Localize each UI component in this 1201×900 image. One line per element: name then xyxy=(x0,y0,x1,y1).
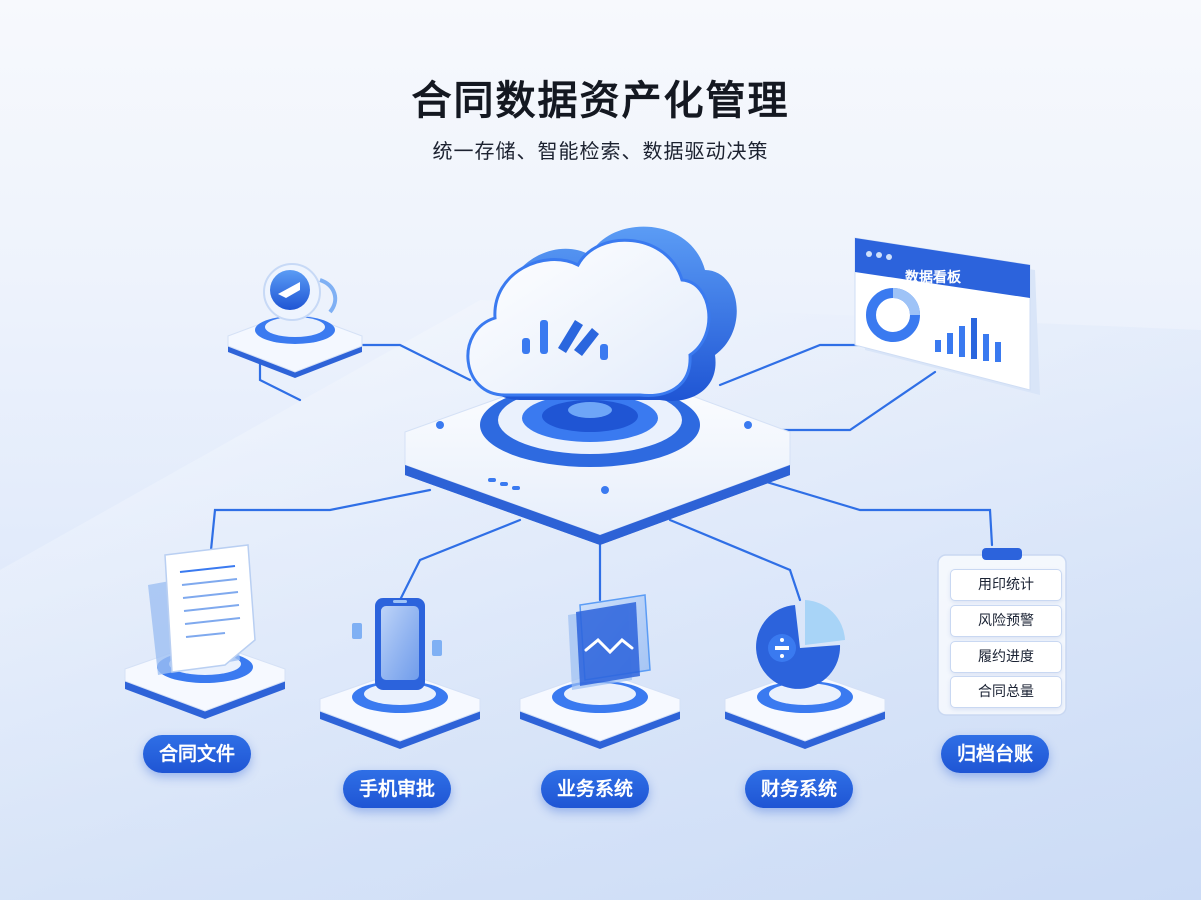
central-server xyxy=(404,361,791,545)
ledger-item-seal-stats: 用印统计 xyxy=(950,569,1062,601)
document-icon xyxy=(148,544,256,675)
node-label-contract-files: 合同文件 xyxy=(143,735,252,773)
dashboard-panel xyxy=(854,237,1040,395)
node-label-archive-ledger: 归档台账 xyxy=(941,735,1050,773)
node-label-finance-system: 财务系统 xyxy=(745,770,854,808)
line-to-ledger xyxy=(758,478,994,547)
business-system-icon xyxy=(568,594,651,690)
page-subtitle: 统一存储、智能检索、数据驱动决策 xyxy=(432,139,769,163)
ledger-item-total: 合同总量 xyxy=(950,676,1062,708)
page-title: 合同数据资产化管理 xyxy=(411,78,790,124)
line-to-finance xyxy=(668,518,802,602)
node-label-business-system: 业务系统 xyxy=(541,770,650,808)
mobile-phone-icon xyxy=(352,598,442,690)
ledger-item-risk-alert: 风险预警 xyxy=(950,605,1062,637)
line-to-mobile xyxy=(398,518,522,602)
node-bases xyxy=(124,640,886,749)
top-left-node xyxy=(227,263,363,378)
line-to-contract-files xyxy=(208,488,432,562)
node-label-mobile-approval: 手机审批 xyxy=(343,770,452,808)
line-to-dashboard-a xyxy=(718,343,872,387)
ledger-item-performance: 履约进度 xyxy=(950,641,1062,673)
cloud-icon xyxy=(466,226,737,401)
finance-pie-icon xyxy=(756,600,845,689)
dashboard-title: 数据看板 xyxy=(905,270,961,286)
